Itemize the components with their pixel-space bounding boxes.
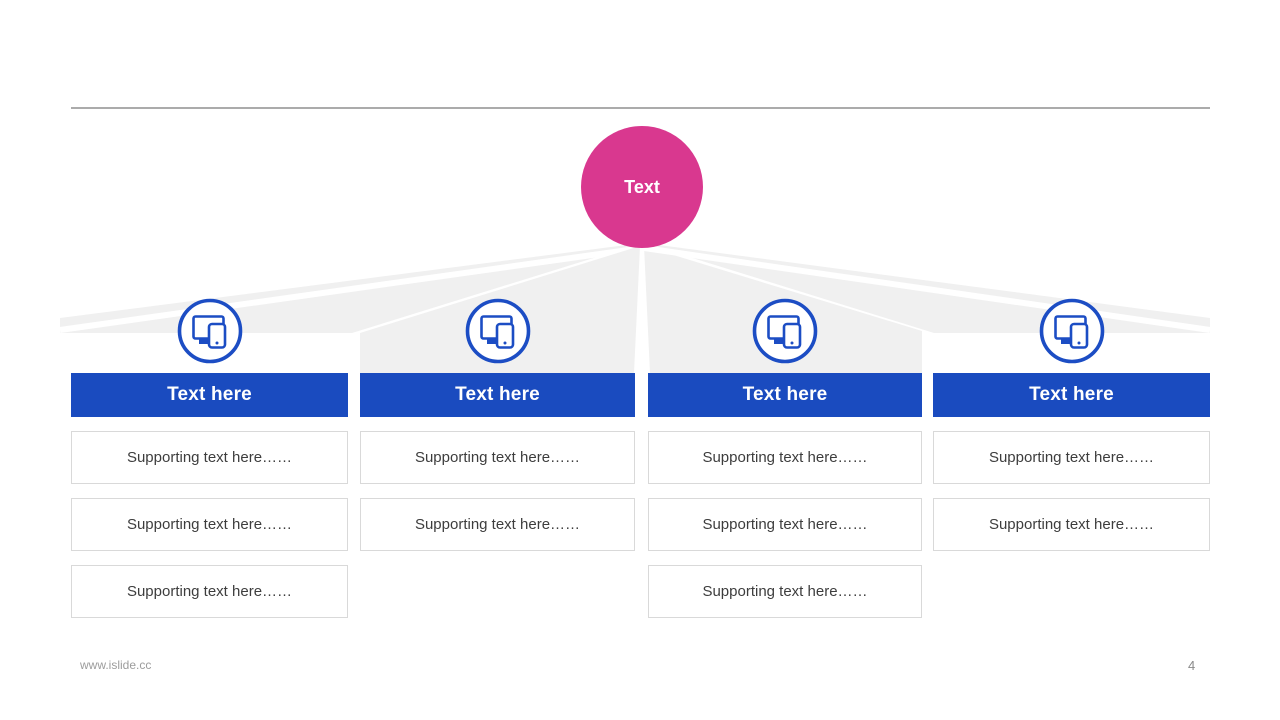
supporting-text-box: Supporting text here……: [71, 498, 348, 551]
page-number: 4: [1188, 658, 1196, 673]
supporting-text-box: Supporting text here……: [648, 498, 922, 551]
column-2: Text here Supporting text here…… Support…: [360, 298, 635, 551]
supporting-text-box: Supporting text here……: [71, 565, 348, 618]
supporting-text: Supporting text here……: [126, 583, 293, 600]
column-4: Text here Supporting text here…… Support…: [933, 298, 1210, 551]
supporting-text-box: Supporting text here……: [933, 498, 1210, 551]
supporting-text-box: Supporting text here……: [360, 498, 635, 551]
columns-area: Text here Supporting text here…… Support…: [71, 298, 1210, 628]
column-1: Text here Supporting text here…… Support…: [71, 298, 348, 618]
column-title-bar: Text here: [648, 373, 922, 417]
column-title-bar: Text here: [360, 373, 635, 417]
supporting-text: Supporting text here……: [702, 516, 868, 533]
hub-label: Text: [624, 176, 660, 197]
column-title-bar: Text here: [71, 373, 348, 417]
column-title: Text here: [455, 384, 540, 405]
top-divider-line: [71, 107, 1210, 109]
supporting-text: Supporting text here……: [414, 516, 581, 533]
devices-icon: [752, 298, 818, 364]
footer-url: www.islide.cc: [80, 658, 152, 672]
hub-circle: Text: [581, 126, 703, 248]
supporting-text: Supporting text here……: [988, 516, 1155, 533]
supporting-text: Supporting text here……: [414, 449, 581, 466]
column-title: Text here: [1029, 384, 1114, 405]
supporting-text: Supporting text here……: [702, 449, 868, 466]
supporting-text: Supporting text here……: [126, 516, 293, 533]
supporting-text-box: Supporting text here……: [71, 431, 348, 484]
devices-icon: [1039, 298, 1104, 364]
supporting-text: Supporting text here……: [988, 449, 1155, 466]
supporting-text-box: Supporting text here……: [648, 565, 922, 618]
devices-icon: [465, 298, 530, 364]
column-3: Text here Supporting text here…… Support…: [648, 298, 922, 618]
supporting-text-box: Supporting text here……: [648, 431, 922, 484]
supporting-text: Supporting text here……: [126, 449, 293, 466]
column-title: Text here: [742, 384, 828, 405]
supporting-text-box: Supporting text here……: [933, 431, 1210, 484]
supporting-text: Supporting text here……: [702, 583, 868, 600]
column-title-bar: Text here: [933, 373, 1210, 417]
column-title: Text here: [167, 384, 252, 405]
devices-icon: [177, 298, 242, 364]
supporting-text-box: Supporting text here……: [360, 431, 635, 484]
